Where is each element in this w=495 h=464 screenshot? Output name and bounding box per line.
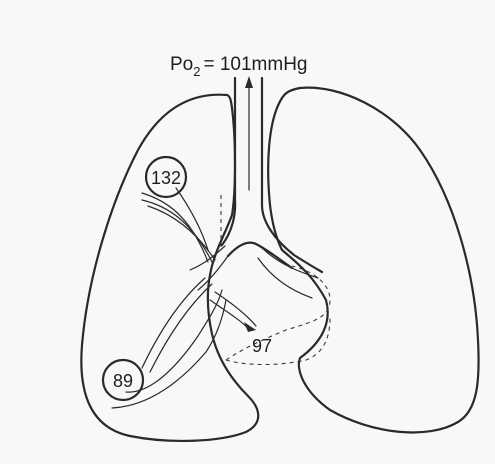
base-value: 89 bbox=[113, 371, 133, 391]
right-lung-outline bbox=[268, 88, 478, 433]
po2-subscript: 2 bbox=[193, 64, 200, 79]
carina bbox=[228, 243, 292, 268]
heart-lower bbox=[226, 318, 330, 365]
airflow-arrow-head bbox=[245, 76, 253, 88]
po2-value: = 101mmHg bbox=[203, 54, 307, 75]
trachea-left-wall bbox=[222, 78, 235, 245]
po2-label: Po bbox=[170, 54, 193, 75]
po2-equation: Po2= 101mmHg bbox=[170, 54, 308, 79]
trachea-right-wall bbox=[262, 78, 322, 272]
left-lung-outline bbox=[81, 95, 258, 441]
upper-vessel-2 bbox=[142, 200, 212, 262]
upper-vessel-3 bbox=[148, 206, 215, 260]
lower-vessel-1 bbox=[142, 278, 205, 368]
mixing-vessel-1 bbox=[210, 300, 250, 330]
mixed-value: 97 bbox=[252, 336, 272, 356]
apex-value: 132 bbox=[151, 168, 181, 188]
